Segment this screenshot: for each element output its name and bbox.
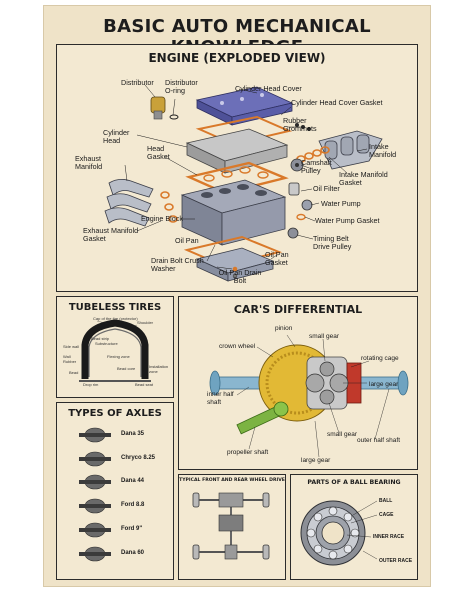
label-drain-bolt-crush-washer: Drain Bolt Crush Washer [151,256,204,273]
axle-label-2: Chryco 8.25 [121,455,156,461]
bearing-illustration [300,500,378,566]
tire-label-rubber: Rubber [63,359,77,364]
label-oil-pan-drain-bolt: Oil Pan Drain Bolt [218,268,262,285]
label-oil-pan-gasket: Oil Pan Gasket [265,250,289,267]
tire-label-wall: Wall [63,354,71,359]
label-water-pump: Water Pump [321,199,361,208]
rear-left-wheel-icon [192,544,200,560]
water-pump-part [301,199,313,211]
label-camshaft-pulley: Camshaft Pulley [301,158,332,175]
label-rubber-grommets: Rubber Grommets [283,116,317,133]
differential-illustration [209,334,409,458]
engine-block-part [180,179,287,246]
bearing-panel: PARTS OF A BALL BEARING BALL CAGE INNER … [290,474,418,580]
label-intake-manifold: Intake Manifold [369,142,397,159]
oil-filter-part [288,182,300,196]
axle-label-3: Dana 44 [121,478,145,484]
axles-illustration [79,427,111,562]
axle-label-1: Dana 35 [121,431,145,437]
diff-label-rotating-cage: rotating cage [361,355,399,362]
label-distributor-oring: Distributor O-ring [165,78,198,95]
engine-illustration [104,84,383,282]
label-timing-belt-drive-pulley: Timing Belt Drive Pulley [313,234,352,251]
diff-label-inner-half-shaft: inner half shaft [207,391,234,406]
front-right-wheel-icon [262,492,270,508]
water-pump-gasket-part [296,213,306,221]
differential-title: CAR'S DIFFERENTIAL [233,303,363,316]
oil-pan-part [195,247,275,282]
label-distributor: Distributor [121,78,154,87]
large-gear-part [305,373,325,393]
drive-title: TYPICAL FRONT AND REAR WHEEL DRIVE [179,478,285,483]
engine-panel: ENGINE (EXPLODED VIEW) [56,44,418,292]
poster: BASIC AUTO MECHANICAL KNOWLEDGE ENGINE (… [44,6,430,586]
label-intake-manifold-gasket: Intake Manifold Gasket [339,170,388,187]
diff-label-small-gear-top: small gear [309,333,339,340]
distributor-part [150,96,179,120]
tire-label-installation-zone: Installation zone [149,364,169,374]
label-head-gasket: Head Gasket [147,144,170,161]
diff-label-crown-wheel: crown wheel [219,343,256,350]
drive-illustration [192,492,270,560]
axle-label-4: Ford 8.8 [121,502,145,508]
label-water-pump-gasket: Water Pump Gasket [315,216,380,225]
tire-label-bead-seat: Bead seat [135,382,154,387]
bearing-label-ball: BALL [379,498,393,504]
tire-label-bead-strip: Bead strip [91,336,110,341]
propeller-shaft-part [236,401,289,435]
axle-label-5: Ford 9" [121,526,143,532]
label-exhaust-manifold-gasket: Exhaust Manifold Gasket [83,226,139,243]
drive-panel: TYPICAL FRONT AND REAR WHEEL DRIVE [178,474,286,580]
differential-panel: CAR'S DIFFERENTIAL [178,296,418,470]
timing-pulley-part [287,227,299,239]
tire-label-bead-core: Bead core [117,366,136,371]
tire-illustration [79,319,151,382]
axles-title: TYPES OF AXLES [68,408,162,419]
engine-title: ENGINE (EXPLODED VIEW) [148,51,326,65]
diff-label-small-gear-bottom: small gear [327,431,357,438]
diff-label-pinion: pinion [275,325,293,332]
tire-label-bead: Bead [69,370,79,375]
intake-manifold-part [318,130,383,170]
exhaust-manifold-part [104,179,154,227]
tire-label-side-wall: Side wall [63,344,80,349]
tire-label-flexing-zone: Flexing zone [107,354,130,359]
rear-right-wheel-icon [262,544,270,560]
bearing-label-inner-race: INNER RACE [373,534,405,540]
label-oil-pan: Oil Pan [175,236,199,245]
bearing-label-outer-race: OUTER RACE [379,558,413,564]
label-oil-filter: Oil Filter [313,184,340,193]
label-cylinder-head: Cylinder Head [103,128,130,145]
label-exhaust-manifold: Exhaust Manifold [75,154,103,171]
front-left-wheel-icon [192,492,200,508]
diff-label-outer-half-shaft: outer half shaft [357,437,400,444]
axle-label-6: Dana 60 [121,550,145,556]
exhaust-gasket-part [160,191,178,223]
tire-label-shoulder: Shoulder [137,320,154,325]
axles-panel: TYPES OF AXLES Dana 35 Chryco 8.25 Dana … [56,402,174,580]
diff-label-large-gear-bottom: large gear [301,457,331,464]
label-engine-block: Engine Block [141,214,183,223]
tires-panel: TUBELESS TIRES Cap of the tire (protecto… [56,296,174,398]
bearing-title: PARTS OF A BALL BEARING [307,479,401,486]
diff-label-large-gear-right: large gear [369,381,399,388]
crush-washer-part [232,266,238,272]
ball-part [306,506,360,560]
small-gear-part [319,361,335,377]
tire-label-cap: Cap of the tire (protector) [93,316,138,321]
tire-label-substructure: Substructure [95,341,118,346]
cylinder-head-cover-part [195,86,294,126]
diff-label-propeller-shaft: propeller shaft [227,449,269,456]
tires-title: TUBELESS TIRES [68,302,162,313]
bearing-label-cage: CAGE [379,512,394,518]
label-cylinder-head-cover: Cylinder Head Cover [235,84,302,93]
tire-label-drop-rim: Drop rim [83,382,99,387]
label-cylinder-head-cover-gasket: Cylinder Head Cover Gasket [291,98,383,107]
